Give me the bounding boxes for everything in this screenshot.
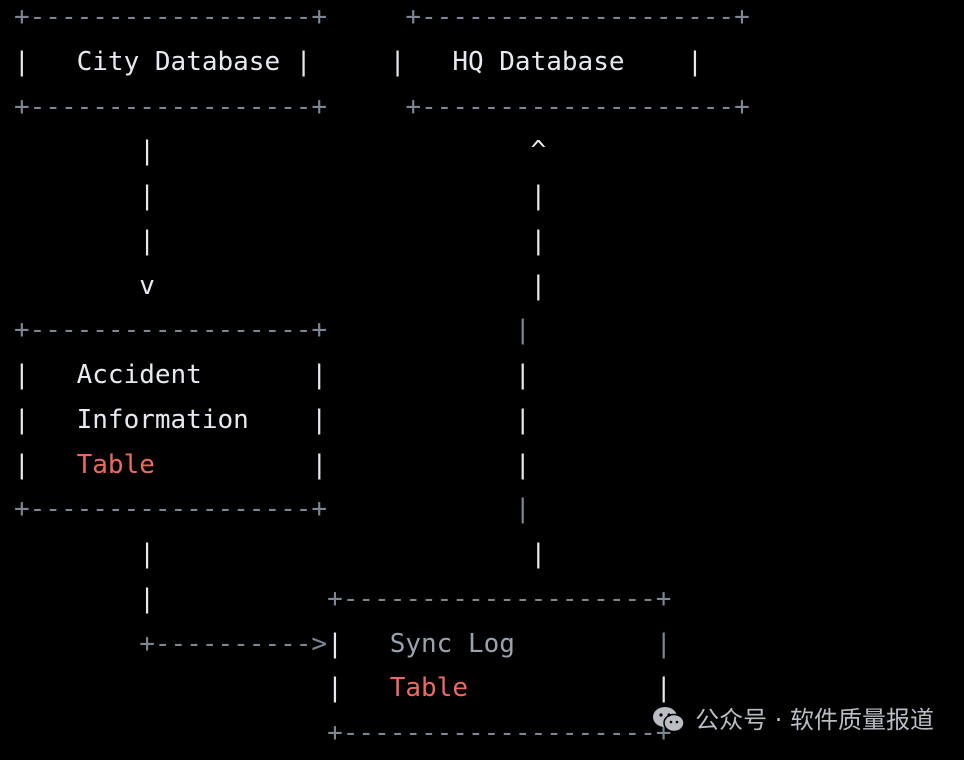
diagram-text: +--------------------+ xyxy=(327,583,672,614)
diagram-line: | ^ xyxy=(14,138,546,168)
diagram-text xyxy=(311,47,389,77)
diagram-text: HQ Database xyxy=(405,46,688,77)
diagram-text: +----------> xyxy=(139,628,328,659)
diagram-text: | xyxy=(514,315,531,346)
diagram-text xyxy=(343,673,390,703)
diagram-text xyxy=(14,673,327,703)
diagram-text: | | xyxy=(154,449,531,480)
diagram-text: | xyxy=(655,673,672,704)
diagram-text: | xyxy=(327,673,343,704)
diagram-text: v | xyxy=(14,270,547,301)
diagram-line: | +--------------------+ xyxy=(14,586,671,616)
diagram-text: | xyxy=(295,46,312,77)
diagram-text: +--------------------+ xyxy=(405,2,750,32)
diagram-text: +--------------------+ xyxy=(327,718,672,748)
diagram-text: +------------------+ xyxy=(14,91,328,122)
diagram-text: +--------------------+ xyxy=(405,91,750,122)
watermark: 公众号 · 软件质量报道 xyxy=(651,705,934,735)
diagram-text: City Database xyxy=(29,46,296,77)
diagram-text: | | xyxy=(14,181,547,211)
diagram-text: | Information | | xyxy=(14,404,531,435)
diagram-line: | Information | | xyxy=(14,407,531,437)
diagram-text xyxy=(327,92,405,122)
diagram-line: | Accident | | xyxy=(14,362,531,392)
diagram-text: Table xyxy=(76,449,155,480)
diagram-line: | City Database | | HQ Database | xyxy=(14,49,703,79)
diagram-text: | Accident | | xyxy=(14,360,531,390)
diagram-line: +---------->| Sync Log | xyxy=(14,631,671,661)
diagram-text: | xyxy=(514,494,531,525)
diagram-text: | xyxy=(14,46,30,77)
diagram-text: | | xyxy=(14,539,547,569)
diagram-text: | xyxy=(687,46,703,77)
diagram-line: | | xyxy=(14,228,546,258)
diagram-line: +------------------+ +------------------… xyxy=(14,94,750,124)
watermark-text: 公众号 · 软件质量报道 xyxy=(695,706,934,734)
diagram-text: | xyxy=(327,628,343,659)
diagram-text: | ^ xyxy=(14,136,547,167)
diagram-text: +------------------+ xyxy=(14,494,328,525)
diagram-line: +------------------+ | xyxy=(14,496,531,526)
diagram-text: | xyxy=(389,46,406,77)
diagram-line: | | xyxy=(14,183,546,213)
diagram-line: +--------------------+ xyxy=(14,720,671,750)
diagram-text xyxy=(515,629,656,659)
diagram-text: | xyxy=(655,628,672,659)
diagram-text xyxy=(327,2,405,32)
diagram-line: | Table | xyxy=(14,675,671,705)
diagram-line: +------------------+ | xyxy=(14,317,531,347)
diagram-text: Table xyxy=(389,673,468,704)
diagram-line: v | xyxy=(14,273,546,303)
diagram-text xyxy=(468,673,656,703)
diagram-text: +------------------+ xyxy=(14,2,328,32)
diagram-text xyxy=(14,629,139,659)
diagram-text xyxy=(343,629,390,659)
diagram-text: | xyxy=(14,449,77,480)
diagram-text xyxy=(327,494,515,524)
diagram-line: | Table | | xyxy=(14,452,531,482)
wechat-icon xyxy=(653,707,685,733)
diagram-text: | xyxy=(14,583,328,614)
diagram-line: | | xyxy=(14,541,546,571)
diagram-text: Sync Log xyxy=(389,628,515,659)
diagram-text: | | xyxy=(14,225,547,256)
diagram-text xyxy=(14,718,327,748)
diagram-text: +------------------+ xyxy=(14,315,328,346)
diagram-text xyxy=(327,315,515,345)
diagram-line: +------------------+ +------------------… xyxy=(14,4,750,34)
